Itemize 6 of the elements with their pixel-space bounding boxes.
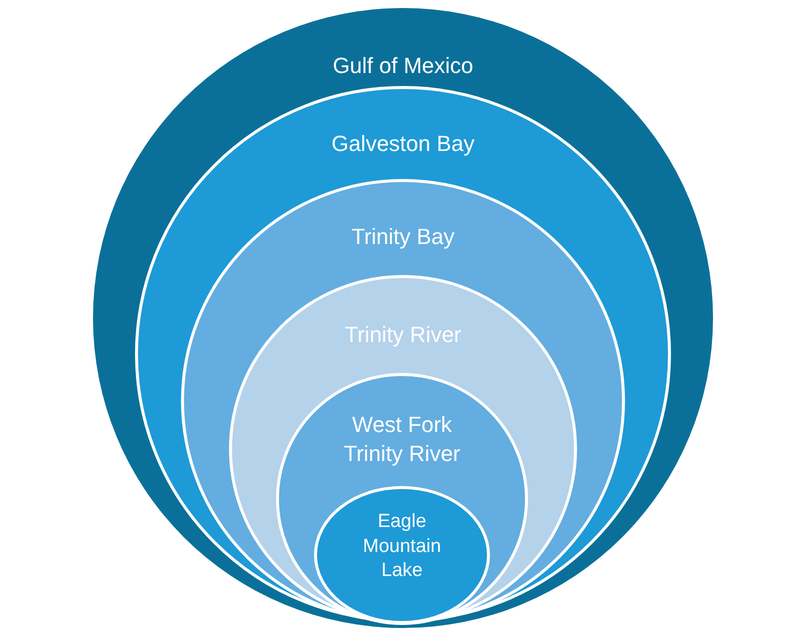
circle-label: Gulf of Mexico [332, 52, 474, 80]
circle-label: West Fork Trinity River [342, 411, 462, 468]
circle-label: Galveston Bay [330, 130, 476, 158]
circle-label: Trinity Bay [350, 223, 456, 251]
circle-label: Trinity River [344, 321, 462, 349]
circle-label: Eagle Mountain Lake [362, 510, 442, 584]
